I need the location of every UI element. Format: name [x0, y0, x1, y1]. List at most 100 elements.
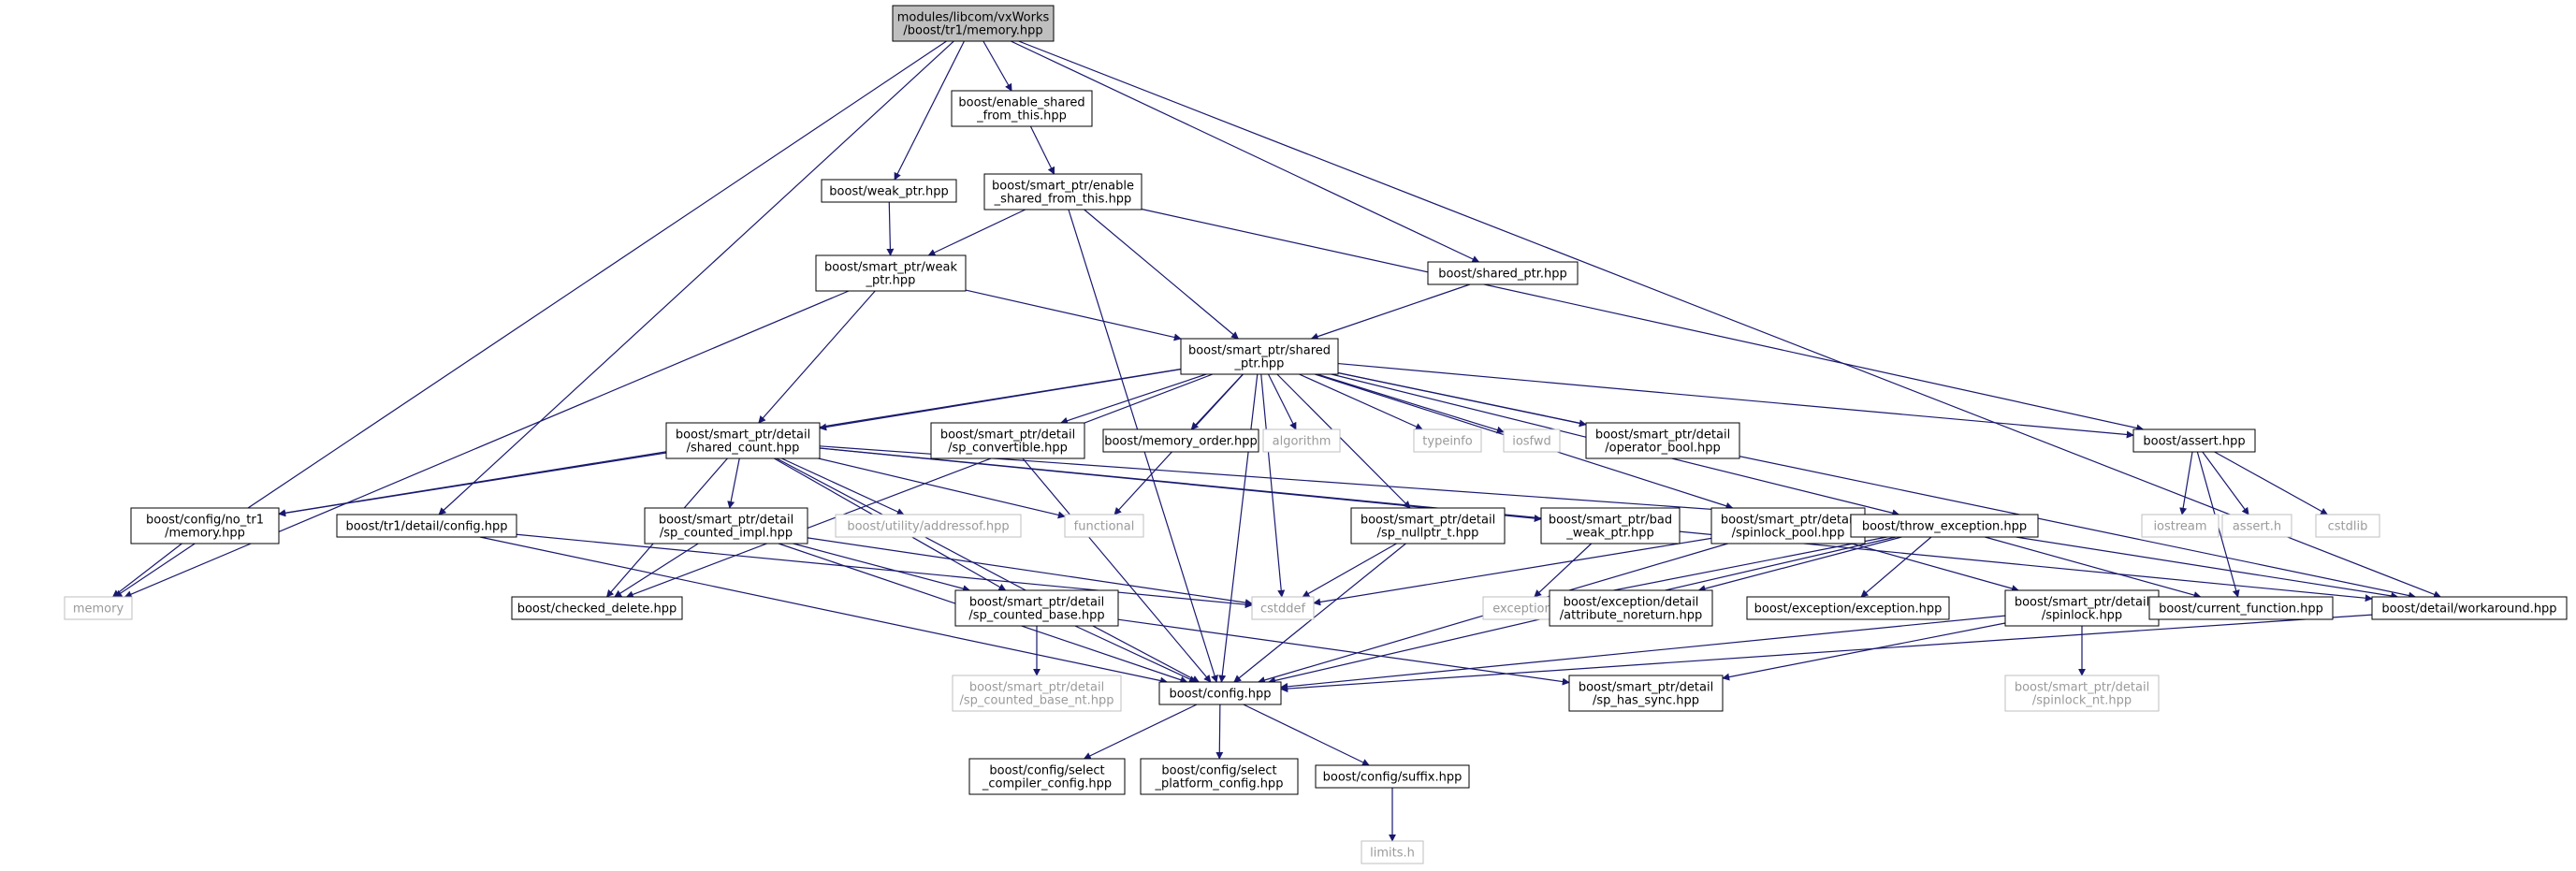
node-label-line: assert.h [2233, 520, 2281, 534]
node-spinlock_pool[interactable]: boost/smart_ptr/detail/spinlock_pool.hpp [1710, 507, 1866, 544]
node-sp_shared_ptr[interactable]: boost/smart_ptr/shared_ptr.hpp [1180, 338, 1339, 375]
edge-bad_weak_ptr-to-exception [1534, 543, 1593, 598]
node-box [1482, 596, 1563, 620]
node-box [2221, 514, 2292, 538]
node-label-line: boost/assert.hpp [2143, 435, 2245, 449]
node-box [1102, 428, 1259, 453]
node-box [2004, 675, 2160, 712]
node-label-line: /memory.hpp [165, 527, 245, 541]
node-exception: exception [1482, 596, 1563, 620]
node-sp_convertible[interactable]: boost/smart_ptr/detail/sp_convertible.hp… [930, 422, 1085, 459]
node-cstdlib: cstdlib [2315, 514, 2380, 538]
node-workaround[interactable]: boost/detail/workaround.hpp [2371, 596, 2568, 620]
nodes-layer: modules/libcom/vxWorks/boost/tr1/memory.… [64, 5, 2568, 864]
node-box [1251, 596, 1315, 620]
node-sp_counted_impl[interactable]: boost/smart_ptr/detail/sp_counted_impl.h… [644, 507, 808, 544]
node-label-line: _shared_from_this.hpp [994, 193, 1132, 207]
node-label-line: boost/smart_ptr/detail [659, 514, 793, 528]
edge-assert-to-assert_h [2202, 451, 2249, 515]
node-label-line: boost/smart_ptr/detail [940, 428, 1075, 443]
node-enable_shared_from_this[interactable]: boost/enable_shared_from_this.hpp [951, 90, 1093, 127]
node-shared_ptr[interactable]: boost/shared_ptr.hpp [1427, 261, 1579, 285]
node-current_function[interactable]: boost/current_function.hpp [2148, 596, 2334, 620]
node-box [1710, 507, 1866, 544]
node-label-line: /attribute_noreturn.hpp [1560, 609, 1702, 623]
node-box [1568, 675, 1724, 712]
node-box [2141, 514, 2219, 538]
node-label-line: cstdlib [2328, 520, 2368, 534]
edge-root-to-tr1_detail_config [438, 40, 954, 515]
node-spinlock[interactable]: boost/smart_ptr/detail/spinlock.hpp [2004, 589, 2160, 627]
node-box [1850, 514, 2039, 538]
node-label-line: boost/smart_ptr/detail [676, 428, 810, 443]
node-label-line: /boost/tr1/memory.hpp [903, 24, 1042, 38]
node-box [1746, 596, 1950, 620]
node-box [951, 90, 1093, 127]
node-weak_ptr[interactable]: boost/weak_ptr.hpp [821, 179, 957, 203]
node-attribute_noreturn[interactable]: boost/exception/detail/attribute_noretur… [1549, 589, 1713, 627]
node-memory_order[interactable]: boost/memory_order.hpp [1102, 428, 1259, 453]
node-box [821, 179, 957, 203]
edge-root-to-workaround [1018, 40, 2442, 599]
node-label-line: exception [1492, 602, 1552, 617]
node-sp_weak_ptr[interactable]: boost/smart_ptr/weak_ptr.hpp [815, 254, 967, 292]
node-label-line: boost/detail/workaround.hpp [2381, 602, 2556, 617]
node-operator_bool[interactable]: boost/smart_ptr/detail/operator_bool.hpp [1585, 422, 1740, 459]
node-label-line: _weak_ptr.hpp [1565, 527, 1654, 541]
node-label-line: boost/config.hpp [1169, 688, 1271, 702]
node-label-line: /spinlock_pool.hpp [1732, 527, 1845, 541]
edge-shared_ptr-to-sp_shared_ptr [1310, 283, 1471, 341]
node-checked_delete[interactable]: boost/checked_delete.hpp [511, 596, 683, 620]
node-label-line: boost/utility/addressof.hpp [847, 520, 1009, 534]
node-tr1_detail_config[interactable]: boost/tr1/detail/config.hpp [336, 514, 517, 538]
edge-sp_counted_impl-to-sp_counted_base [793, 543, 971, 593]
edge-sp_shared_ptr-to-config [1218, 373, 1259, 683]
edges-layer [111, 40, 2442, 842]
edge-root-to-shared_ptr [1011, 40, 1480, 263]
node-label-line: boost/checked_delete.hpp [517, 602, 677, 617]
node-select_compiler[interactable]: boost/config/select_compiler_config.hpp [968, 758, 1126, 795]
node-label-line: _platform_config.hpp [1155, 777, 1284, 791]
node-assert[interactable]: boost/assert.hpp [2132, 428, 2256, 453]
node-root[interactable]: modules/libcom/vxWorks/boost/tr1/memory.… [892, 5, 1055, 42]
node-label-line: /sp_counted_base_nt.hpp [959, 694, 1113, 708]
node-box [1361, 840, 1424, 864]
node-box [1262, 428, 1341, 453]
edge-sp_shared_ptr-to-workaround [1337, 371, 2417, 600]
edge-tr1_detail_config-to-cstddef [516, 533, 1253, 609]
edge-sp_shared_ptr-to-sp_nullptr_t [1276, 373, 1411, 509]
node-label-line: boost/weak_ptr.hpp [829, 185, 948, 199]
node-select_platform[interactable]: boost/config/select_platform_config.hpp [1140, 758, 1299, 795]
edge-sp_shared_ptr-to-sp_convertible [1060, 373, 1207, 425]
node-sp_has_sync[interactable]: boost/smart_ptr/detail/sp_has_sync.hpp [1568, 675, 1724, 712]
node-label-line: boost/smart_ptr/weak [824, 261, 957, 275]
node-label-line: boost/exception/detail [1564, 596, 1699, 610]
node-shared_count[interactable]: boost/smart_ptr/detail/shared_count.hpp [665, 422, 821, 459]
node-config[interactable]: boost/config.hpp [1158, 681, 1282, 705]
node-suffix[interactable]: boost/config/suffix.hpp [1315, 764, 1470, 789]
node-label-line: boost/memory_order.hpp [1104, 435, 1258, 449]
edge-sp_enable_shared-to-assert [1141, 208, 2145, 432]
node-label-line: algorithm [1273, 435, 1332, 449]
node-sp_counted_base[interactable]: boost/smart_ptr/detail/sp_counted_base.h… [954, 589, 1119, 627]
node-exception_hpp[interactable]: boost/exception/exception.hpp [1746, 596, 1950, 620]
edge-assert-to-iostream [2179, 451, 2193, 515]
node-config_no_tr1[interactable]: boost/config/no_tr1/memory.hpp [130, 507, 280, 544]
edge-throw_exception-to-exception_hpp [1860, 536, 1932, 598]
node-sp_enable_shared[interactable]: boost/smart_ptr/enable_shared_from_this.… [983, 173, 1142, 210]
node-label-line: _compiler_config.hpp [982, 777, 1112, 791]
edge-config-to-select_platform [1215, 704, 1224, 760]
edge-sp_counted_base-to-config [1074, 625, 1197, 683]
node-label-line: boost/config/suffix.hpp [1323, 771, 1463, 785]
edge-tr1_detail_config-to-config [479, 536, 1168, 685]
node-label-line: boost/enable_shared [958, 96, 1084, 110]
node-box [644, 507, 808, 544]
node-label-line: /shared_count.hpp [687, 442, 800, 456]
node-box [1540, 507, 1681, 544]
node-bad_weak_ptr[interactable]: boost/smart_ptr/bad_weak_ptr.hpp [1540, 507, 1681, 544]
node-label-line: _ptr.hpp [1234, 357, 1285, 371]
node-label-line: boost/smart_ptr/enable [992, 180, 1134, 194]
node-throw_exception[interactable]: boost/throw_exception.hpp [1850, 514, 2039, 538]
node-sp_nullptr_t[interactable]: boost/smart_ptr/detail/sp_nullptr_t.hpp [1350, 507, 1506, 544]
